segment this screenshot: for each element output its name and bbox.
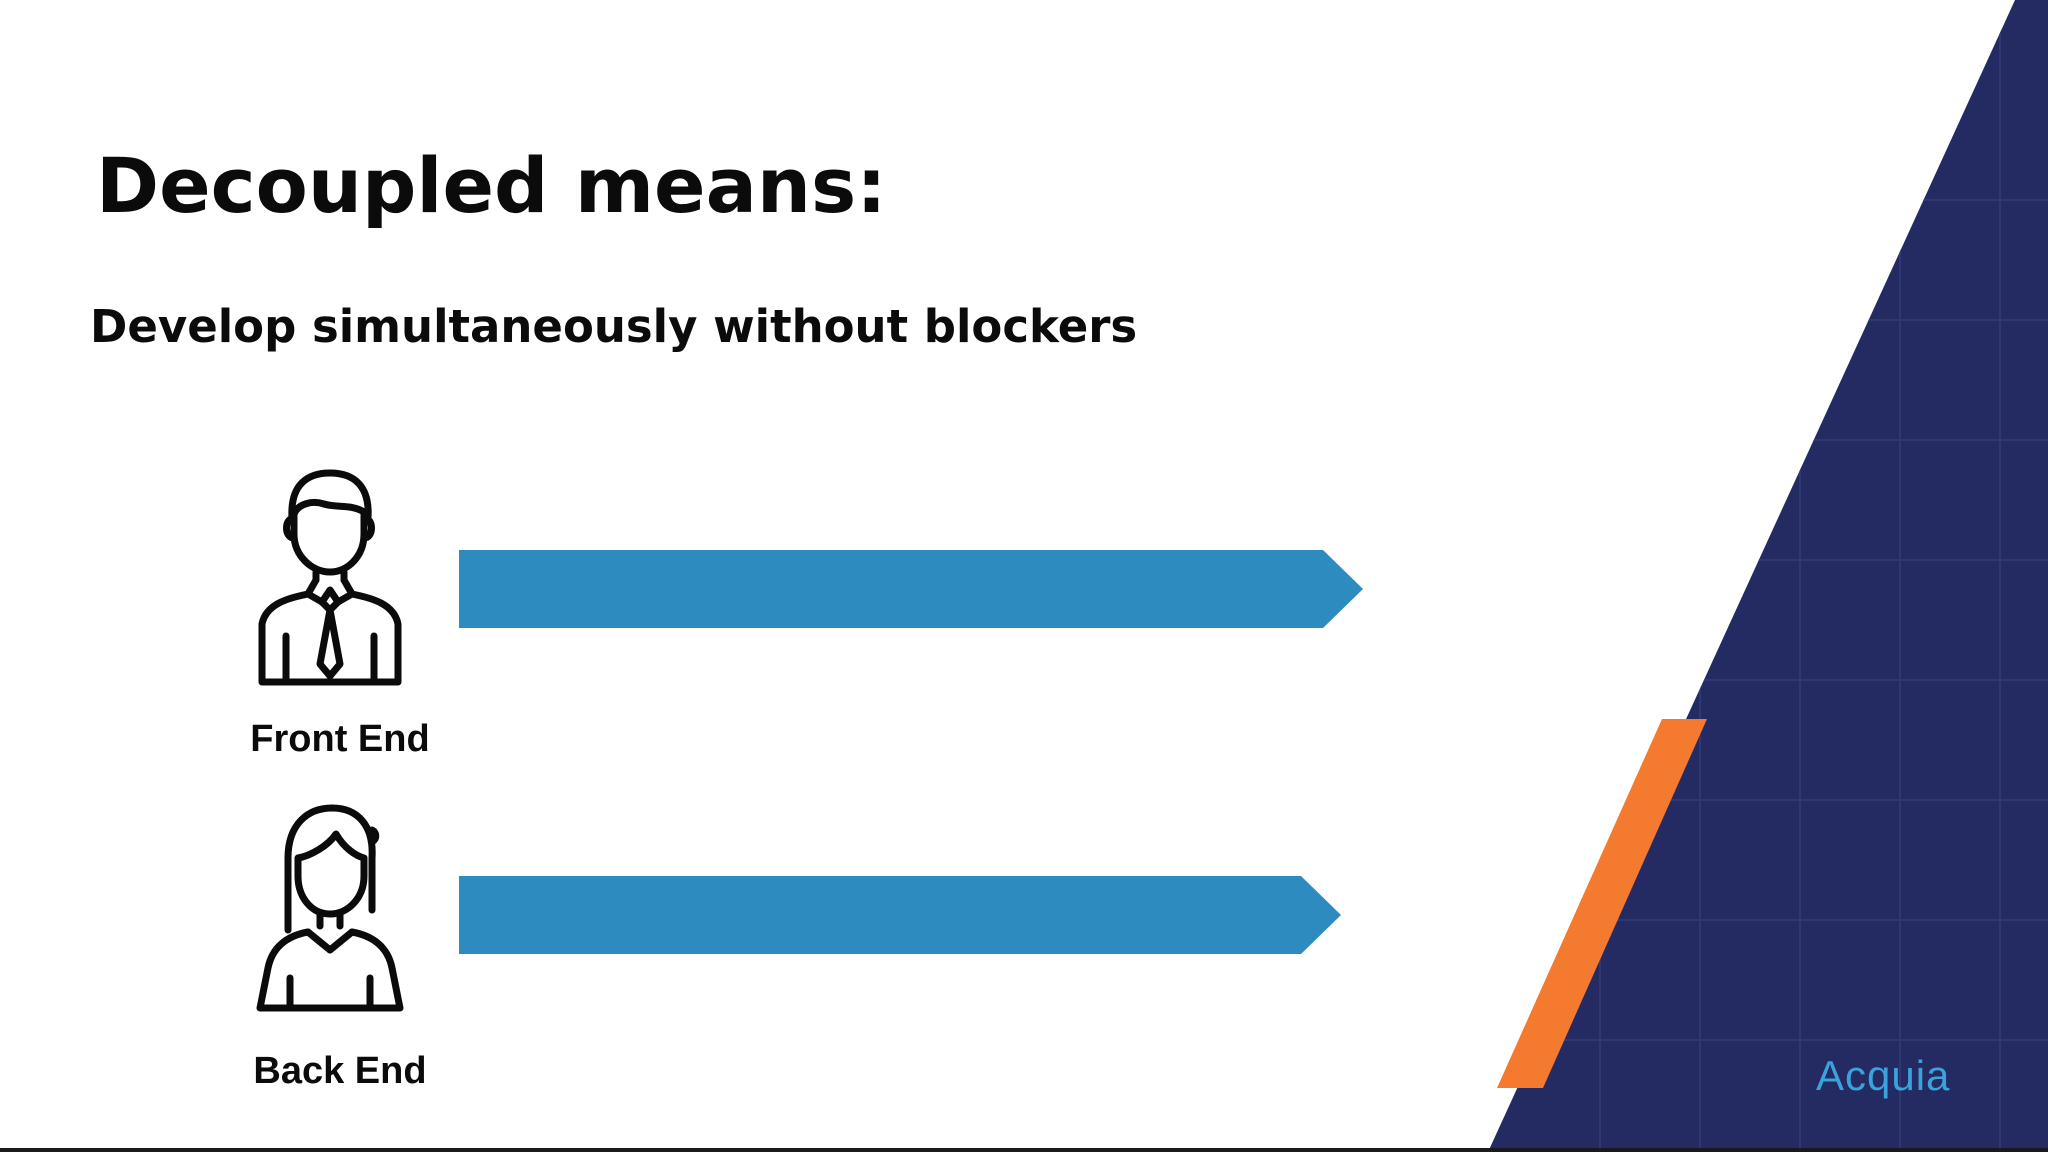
- female-developer-icon: [256, 804, 404, 1012]
- back-end-role: Back End: [210, 802, 430, 1102]
- slide-subtitle: Develop simultaneously without blockers: [90, 300, 1138, 353]
- acquia-logo: Acquia: [1816, 1052, 1951, 1099]
- back-end-progress-arrow: [459, 876, 1341, 954]
- front-end-label: Front End: [250, 718, 430, 760]
- front-end-role: Front End: [210, 468, 430, 768]
- slide-title: Decoupled means:: [96, 141, 887, 230]
- male-developer-icon: [258, 469, 402, 686]
- back-end-label: Back End: [253, 1050, 427, 1092]
- front-end-progress-arrow: [459, 550, 1363, 628]
- bottom-border: [0, 1148, 2048, 1152]
- orange-stripe: [1497, 719, 1707, 1088]
